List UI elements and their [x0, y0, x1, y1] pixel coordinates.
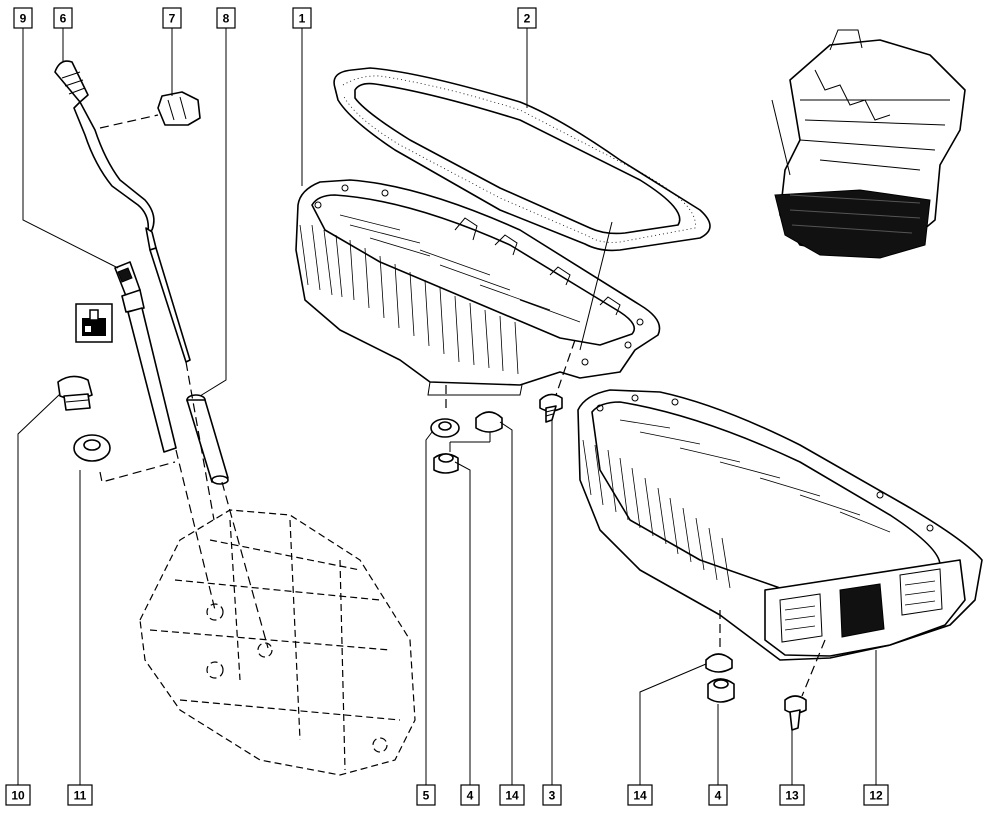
callout-label: 5 [423, 789, 430, 803]
fastener-5 [430, 418, 460, 438]
callout-label: 4 [715, 789, 722, 803]
dipstick-tube [186, 394, 229, 485]
bolt-3-line [555, 339, 576, 396]
nut-4-upper [433, 453, 459, 474]
callout-6: 6 [53, 7, 73, 29]
callout-label: 14 [505, 789, 519, 803]
callout-8: 8 [216, 7, 236, 29]
cap-14-lower [705, 653, 733, 673]
engine-assembly-illustration [771, 29, 966, 259]
drain-plug [57, 375, 93, 411]
callout-10: 10 [5, 784, 31, 806]
lower-oil-pan [577, 389, 983, 661]
callout-12: 12 [863, 784, 889, 806]
bolt-3 [539, 393, 563, 423]
leader-lines [17, 28, 877, 785]
callout-11: 11 [67, 784, 93, 806]
fastener-bracket [449, 432, 491, 452]
callout-label: 12 [869, 789, 883, 803]
callout-4-upper: 4 [460, 784, 480, 806]
callout-label: 8 [223, 12, 230, 26]
plug-assembly-line [99, 461, 176, 483]
callout-14-upper: 14 [499, 784, 525, 806]
callout-5: 5 [416, 784, 436, 806]
cap-14-upper [475, 411, 503, 433]
callout-label: 1 [299, 12, 306, 26]
callout-label: 14 [633, 789, 647, 803]
callout-7: 7 [162, 7, 182, 29]
callout-9: 9 [13, 7, 33, 29]
callout-label: 10 [11, 789, 25, 803]
callout-label: 13 [785, 789, 799, 803]
callout-2: 2 [517, 7, 537, 29]
bolt-13-line [801, 639, 826, 697]
callout-label: 3 [549, 789, 556, 803]
callout-4-lower: 4 [708, 784, 728, 806]
callout-label: 2 [524, 12, 531, 26]
oil-level-symbol-icon [75, 303, 113, 343]
callout-label: 7 [169, 12, 176, 26]
oil-level-sensor [114, 261, 177, 453]
dipstick-guide-clip [99, 91, 201, 129]
engine-block-outline [139, 509, 416, 776]
callout-label: 9 [20, 12, 27, 26]
upper-oil-pan [295, 179, 661, 396]
callout-label: 4 [467, 789, 474, 803]
dipstick [54, 60, 191, 363]
dipstick-assembly-line [185, 361, 215, 521]
tube-assembly-line [221, 481, 269, 649]
bolt-13 [784, 695, 807, 731]
callout-13: 13 [779, 784, 805, 806]
callout-3: 3 [542, 784, 562, 806]
drain-plug-washer [73, 434, 111, 462]
callout-label: 6 [60, 12, 67, 26]
callout-label: 11 [74, 789, 87, 803]
nut-4-lower [707, 678, 735, 703]
callout-14-lower: 14 [627, 784, 653, 806]
callout-1: 1 [292, 7, 312, 29]
oil-pan-gasket [333, 67, 711, 252]
